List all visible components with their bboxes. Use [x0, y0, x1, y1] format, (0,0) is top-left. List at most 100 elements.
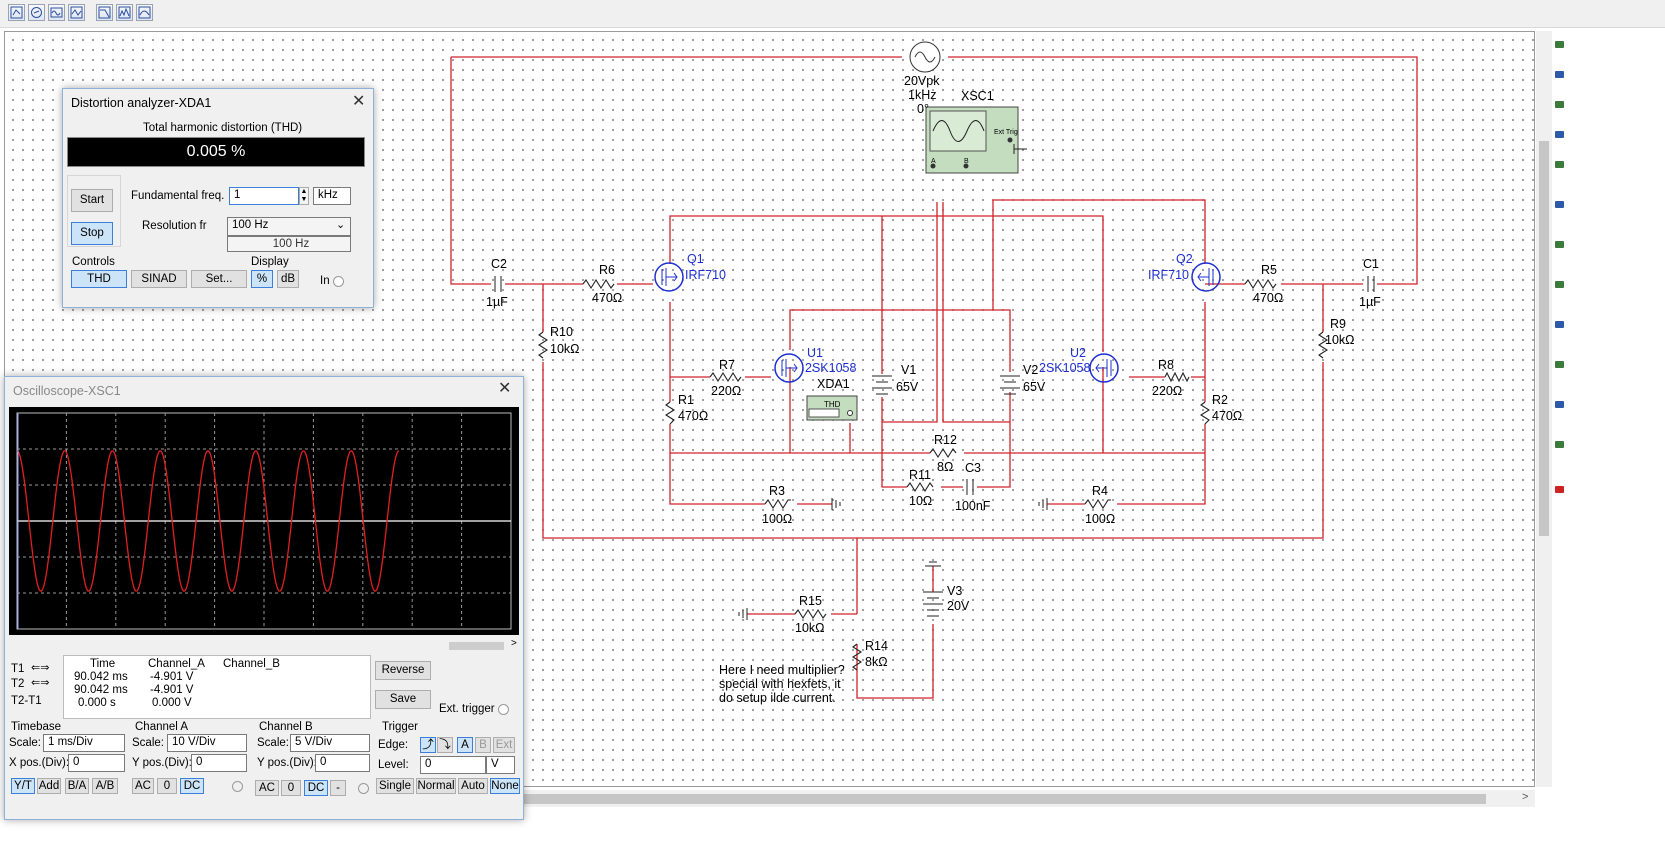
network-analyzer-icon[interactable] — [136, 4, 153, 21]
channel-a-ypos-input[interactable]: 0 — [191, 754, 247, 772]
reverse-button[interactable]: Reverse — [375, 661, 431, 680]
vertical-scroll-thumb[interactable] — [1539, 141, 1549, 536]
oscilloscope-window: Oscilloscope-XSC1 ✕ > T1 ⇐⇒ T2 ⇐⇒ T2-T1 … — [4, 376, 524, 820]
trigger-source-ext-button[interactable]: Ext — [493, 737, 515, 753]
fundamental-freq-input[interactable]: 1 — [229, 187, 299, 205]
distortion-analyzer-window: Distortion analyzer-XDA1 ✕ Total harmoni… — [62, 88, 374, 308]
freq-spin-icon[interactable]: ▲▼ — [299, 187, 309, 205]
trigger-level-unit[interactable]: V — [486, 756, 515, 774]
resistors — [537, 278, 1329, 671]
single-trigger-button[interactable]: Single — [376, 778, 414, 794]
horizontal-scroll-thumb[interactable] — [356, 794, 1486, 804]
timebase-scale-input[interactable]: 1 ms/Div — [43, 734, 125, 752]
spectrum-analyzer-icon[interactable] — [116, 4, 133, 21]
close-icon[interactable]: ✕ — [352, 93, 366, 110]
close-icon[interactable]: ✕ — [498, 380, 512, 397]
auto-trigger-button[interactable]: Auto — [458, 778, 488, 794]
add-mode-button[interactable]: Add — [37, 778, 61, 794]
bode-plotter-icon[interactable] — [96, 4, 113, 21]
thd-mode-button[interactable]: THD — [71, 270, 127, 288]
r11-value: 10Ω — [909, 494, 933, 508]
trigger-source-a-button[interactable]: A — [457, 737, 473, 753]
batteries — [872, 375, 1020, 617]
r14-value: 8kΩ — [865, 655, 888, 669]
channel-a-dc-button[interactable]: DC — [180, 778, 204, 794]
start-button[interactable]: Start — [71, 189, 113, 212]
panel-icon[interactable] — [1555, 131, 1564, 138]
function-generator-icon[interactable] — [48, 4, 65, 21]
scope-scrollbar[interactable]: > — [9, 638, 519, 651]
channel-b-label: Channel B — [259, 721, 313, 733]
scroll-right-icon[interactable]: > — [511, 638, 517, 649]
channel-b-ac-button[interactable]: AC — [255, 780, 279, 796]
channel-a-scale-input[interactable]: 10 V/Div — [167, 734, 247, 752]
mosfet-u2 — [1089, 353, 1119, 383]
yt-mode-button[interactable]: Y/T — [11, 778, 35, 794]
wattmeter-icon[interactable] — [28, 4, 45, 21]
panel-icon[interactable] — [1555, 161, 1564, 168]
trigger-level-input[interactable]: 0 — [420, 756, 486, 774]
v2-value: 65V — [1023, 380, 1046, 394]
resolution-freq-display: 100 Hz — [227, 236, 351, 252]
start-stop-group — [67, 175, 121, 247]
panel-icon[interactable] — [1555, 281, 1564, 288]
panel-icon[interactable] — [1555, 241, 1564, 248]
scope-display[interactable] — [9, 407, 519, 635]
instrument-toolbar — [0, 0, 1665, 28]
t2-cursor-arrows-icon[interactable]: ⇐⇒ — [31, 677, 50, 689]
chevron-down-icon[interactable]: ⌄ — [336, 219, 346, 231]
scope-scroll-thumb[interactable] — [449, 642, 504, 650]
channel-a-zero-button[interactable]: 0 — [157, 778, 177, 794]
panel-icon[interactable] — [1555, 361, 1564, 368]
panel-icon[interactable] — [1555, 401, 1564, 408]
panel-icon[interactable] — [1555, 441, 1564, 448]
settings-button[interactable]: Set... — [191, 270, 247, 288]
ba-mode-button[interactable]: B/A — [65, 778, 89, 794]
scroll-right-icon[interactable]: > — [1522, 791, 1529, 803]
mosfet-q2 — [1191, 262, 1221, 292]
timebase-xpos-input[interactable]: 0 — [68, 754, 125, 772]
channel-b-dc-button[interactable]: DC — [304, 780, 328, 796]
channel-b-ypos-input[interactable]: 0 — [315, 754, 370, 772]
panel-icon[interactable] — [1555, 201, 1564, 208]
thd-caption: Total harmonic distortion (THD) — [143, 122, 303, 134]
channel-a-ac-button[interactable]: AC — [132, 778, 154, 794]
none-trigger-button[interactable]: None — [490, 778, 520, 794]
source-frequency: 1kHz — [908, 88, 937, 102]
distortion-analyzer-instrument — [806, 395, 858, 421]
channel-b-invert-button[interactable]: - — [330, 780, 346, 796]
ext-trigger-label: Ext. trigger — [439, 703, 495, 715]
scope-waveform-plot[interactable] — [9, 407, 519, 635]
panel-icon[interactable] — [1555, 321, 1564, 328]
panel-icon[interactable] — [1555, 41, 1564, 48]
normal-trigger-button[interactable]: Normal — [416, 778, 456, 794]
percent-display-button[interactable]: % — [251, 270, 273, 288]
rising-edge-icon[interactable]: ⤴ — [420, 737, 436, 753]
db-display-button[interactable]: dB — [277, 270, 299, 288]
readout-header-time: Time — [90, 658, 116, 670]
scope-ext-trig-label: Ext Trig — [994, 129, 1018, 136]
oscilloscope-icon[interactable] — [68, 4, 85, 21]
scope-chan-b-label: B — [964, 158, 969, 165]
save-button[interactable]: Save — [375, 690, 431, 709]
trigger-source-b-button[interactable]: B — [475, 737, 491, 753]
sinad-mode-button[interactable]: SINAD — [131, 270, 187, 288]
panel-icon[interactable] — [1555, 101, 1564, 108]
falling-edge-icon[interactable]: ⤵ — [437, 737, 453, 753]
t1-cursor-arrows-icon[interactable]: ⇐⇒ — [31, 662, 50, 674]
ab-mode-button[interactable]: A/B — [92, 778, 118, 794]
stop-button[interactable]: Stop — [71, 222, 113, 245]
channel-b-zero-button[interactable]: 0 — [281, 780, 301, 796]
multimeter-icon[interactable] — [8, 4, 25, 21]
panel-icon[interactable] — [1555, 486, 1564, 493]
vertical-scrollbar[interactable] — [1536, 31, 1552, 787]
fundamental-freq-unit[interactable]: kHz — [313, 187, 351, 205]
channel-b-ypos-label: Y pos.(Div): — [257, 757, 317, 769]
resolution-freq-select[interactable]: 100 Hz — [227, 217, 351, 236]
channel-b-scale-input[interactable]: 5 V/Div — [290, 734, 370, 752]
channel-a-scale-label: Scale: — [132, 737, 164, 749]
circuit-diagram[interactable] — [5, 32, 1536, 788]
r8-refdes: R8 — [1158, 358, 1174, 372]
panel-icon[interactable] — [1555, 71, 1564, 78]
note-line-3: do setup ilde current. — [719, 691, 836, 705]
